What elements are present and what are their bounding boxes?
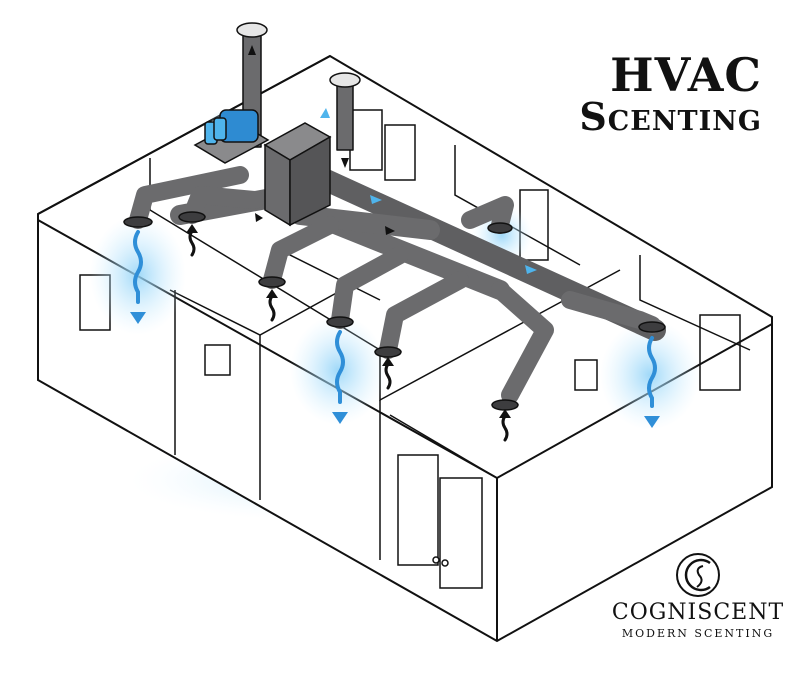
page-title: HVAC Scenting (579, 52, 762, 136)
cogniscent-logo (676, 553, 720, 597)
scent-arrowheads (130, 312, 660, 428)
scent-diffuser-machine (193, 109, 270, 164)
title-line-1: HVAC (610, 48, 762, 102)
return-arrowheads (186, 224, 511, 418)
title-line-2: Scenting (579, 94, 762, 139)
scent-supply-arrows (133, 230, 657, 408)
brand-tagline: MODERN SCENTING (621, 627, 775, 640)
return-airflow-arrows (248, 45, 395, 235)
return-air-arrows (188, 229, 509, 442)
roof-vents (236, 22, 361, 88)
brand-logo-space (598, 548, 798, 596)
duct-airflow-arrows (320, 108, 537, 274)
air-handler-unit (263, 122, 332, 227)
doors (79, 109, 741, 589)
brand-block: COGNISCENT MODERN SCENTING (598, 548, 798, 640)
brand-name: COGNISCENT (611, 600, 785, 625)
